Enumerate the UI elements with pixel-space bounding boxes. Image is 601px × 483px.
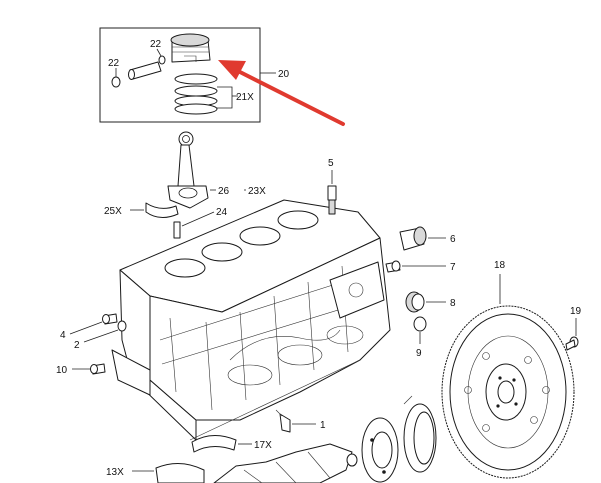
callout-24: 24 [216,207,228,218]
callout-21x: 21X [236,92,254,103]
callout-9: 9 [416,348,422,359]
callout-4: 4 [60,330,66,341]
callout-10: 10 [56,365,68,376]
piston-pin-part [128,61,162,80]
sensor-part-1 [275,409,291,433]
callout-19: 19 [570,306,582,317]
bolt-part-7 [385,260,401,273]
flywheel-part [441,305,575,479]
rear-main-seal-part [403,395,437,473]
bolt-part-2 [117,320,127,332]
plug-part-5 [327,185,337,215]
callout-5: 5 [328,158,334,169]
callout-23x: 23X [248,186,266,197]
callout-20: 20 [278,69,290,80]
callout-25x: 25X [104,206,122,217]
rod-bolt-part [173,221,181,239]
callout-13x: 13X [106,467,124,478]
rod-bearing-part [145,202,179,218]
bolt-part-4 [102,313,118,325]
callout-22b: 22 [150,39,162,50]
engine-block-part [111,199,391,441]
plug-part-9 [413,316,427,332]
callout-18: 18 [494,260,506,271]
crankshaft-part [213,443,358,483]
red-pointer-arrow-icon [218,60,345,126]
seal-housing-part [361,417,399,483]
cap-part-6 [399,226,427,251]
callout-6: 6 [450,234,456,245]
flywheel-bolt-part-19 [565,336,579,351]
pin-retainer-clip-left [111,76,121,88]
connecting-rod-part [167,131,209,209]
piston-rings-part [174,73,218,115]
callout-22a: 22 [108,58,120,69]
plug-part-8 [405,291,425,313]
callout-2: 2 [74,340,80,351]
piston-part [170,33,211,63]
callout-7: 7 [450,262,456,273]
bolt-part-10 [90,363,106,375]
callout-17x: 17X [254,440,272,451]
callout-8: 8 [450,298,456,309]
callout-1: 1 [320,420,326,431]
pin-retainer-clip-right [158,55,166,65]
callout-26: 26 [218,186,230,197]
thrust-bearing-part [155,463,205,483]
main-bearing-part [191,435,237,453]
